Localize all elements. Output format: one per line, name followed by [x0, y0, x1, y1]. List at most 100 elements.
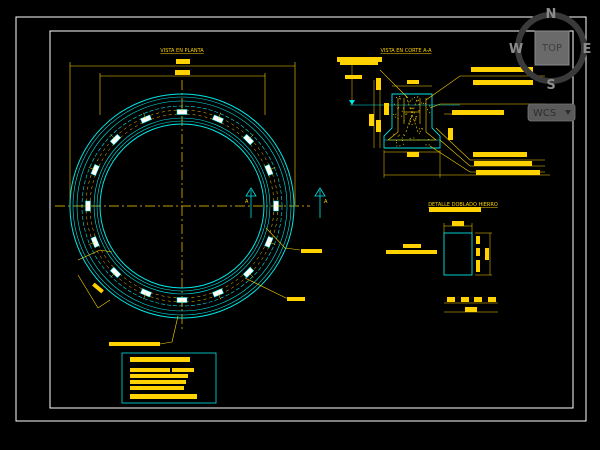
anchor-tick [217, 292, 221, 300]
hatch-dot [415, 119, 417, 121]
hatch-dot [415, 118, 417, 119]
wcs-dropdown-icon[interactable] [565, 110, 571, 115]
leader-label-bottom [109, 342, 160, 346]
section-rebar [387, 95, 437, 141]
sheet-frame-inner [49, 30, 574, 409]
hatch-dot [403, 107, 404, 109]
plan-dimensions [69, 62, 296, 205]
hatch-dot [398, 107, 400, 109]
leader-label-right-2 [287, 297, 305, 301]
dimension-text-outer [176, 59, 190, 64]
hatch-dot [409, 137, 411, 139]
hatch-dot [419, 130, 421, 132]
level-marker [349, 100, 355, 105]
compass-west[interactable]: W [509, 42, 523, 57]
sheet-frame-outer [15, 16, 587, 422]
hatch-dot [416, 100, 418, 102]
hatch-dot [405, 113, 407, 115]
anchor-tick [217, 112, 221, 120]
hatch-dot [413, 112, 415, 114]
hatch-dot [428, 139, 430, 140]
hatch-dot [403, 135, 405, 136]
hatch-dot [399, 97, 401, 99]
hatch-dot [411, 124, 413, 125]
hatch-dot [402, 140, 403, 142]
hatch-dot [410, 117, 412, 119]
hatch-dot [410, 100, 412, 102]
compass-south[interactable]: S [546, 78, 555, 93]
hatch-dot [409, 121, 411, 123]
section-marker-2: A [314, 187, 328, 218]
hatch-dot [413, 137, 415, 139]
hatch-dot [399, 145, 401, 147]
compass-east[interactable]: E [583, 42, 592, 57]
hatch-dot [418, 110, 420, 111]
viewcube-face-top[interactable] [534, 30, 570, 66]
hatch-dot [403, 120, 405, 122]
section-view-title: VISTA EN CORTE A-A [381, 48, 433, 54]
hatch-dot [429, 112, 431, 114]
hatch-dot [403, 134, 405, 136]
section-dimensions [351, 62, 550, 178]
hatch-dot [427, 109, 428, 111]
hatch-dot [414, 97, 415, 99]
hatch-dot [403, 143, 405, 145]
hatch-dot [396, 97, 398, 98]
hatch-dot [399, 98, 401, 100]
hatch-dot [395, 113, 397, 115]
hatch-dot [401, 115, 403, 117]
hatch-dot [425, 144, 427, 146]
hatch-dot [410, 139, 412, 141]
anchor-tick [248, 134, 254, 140]
hatch-dot [393, 103, 395, 105]
hatch-dot [428, 144, 430, 146]
svg-text:A: A [245, 199, 249, 205]
bending-detail: DETALLE DOBLADO HIERRO [386, 202, 498, 313]
anchor-tick [268, 241, 276, 245]
hatch-dot [415, 116, 417, 117]
hatch-dot [411, 107, 413, 109]
hatch-dot [411, 116, 413, 118]
dimension-text-inner [175, 70, 190, 75]
hatch-dot [396, 142, 397, 144]
section-marker-1: A [245, 187, 257, 218]
concrete-hatch [393, 96, 431, 147]
svg-text:A: A [324, 199, 328, 205]
hatch-dot [425, 103, 426, 105]
notes-box [121, 352, 217, 404]
hatch-dot [397, 135, 399, 137]
anchor-tick [143, 112, 147, 120]
hatch-dot [411, 98, 413, 100]
hatch-dot [418, 103, 420, 105]
hatch-dot [396, 145, 398, 147]
hatch-dot [421, 128, 423, 129]
compass-north[interactable]: N [546, 7, 557, 22]
anchor-tick [143, 292, 147, 300]
hatch-dot [399, 96, 401, 97]
section-note-labels [337, 57, 540, 175]
hatch-dot [406, 113, 408, 115]
hatch-dot [409, 107, 411, 109]
hatch-dot [393, 113, 395, 115]
plan-centerlines [55, 80, 310, 330]
wcs-label: WCS [533, 108, 556, 119]
hatch-dot [414, 120, 416, 122]
hatch-dot [417, 99, 419, 101]
anchor-tick [88, 167, 96, 171]
hatch-dot [429, 105, 431, 107]
hatch-dot [394, 116, 396, 118]
wcs-menu-button[interactable] [527, 103, 576, 122]
hatch-dot [415, 116, 417, 118]
viewcube-face-label: TOP [541, 43, 562, 54]
plan-view-title: VISTA EN PLANTA [160, 48, 204, 54]
hatch-dot [395, 139, 397, 141]
anchor-tick [110, 272, 116, 278]
hatch-dot [421, 102, 423, 104]
section-view: VISTA EN CORTE A-A [337, 48, 550, 178]
plan-view: VISTA EN PLANTA [55, 48, 328, 346]
anchor-tick [110, 134, 116, 140]
hatch-dot [401, 137, 403, 139]
viewcube-compass-ring[interactable] [515, 12, 587, 84]
viewcube[interactable]: TOP N S W E WCS [509, 7, 592, 122]
